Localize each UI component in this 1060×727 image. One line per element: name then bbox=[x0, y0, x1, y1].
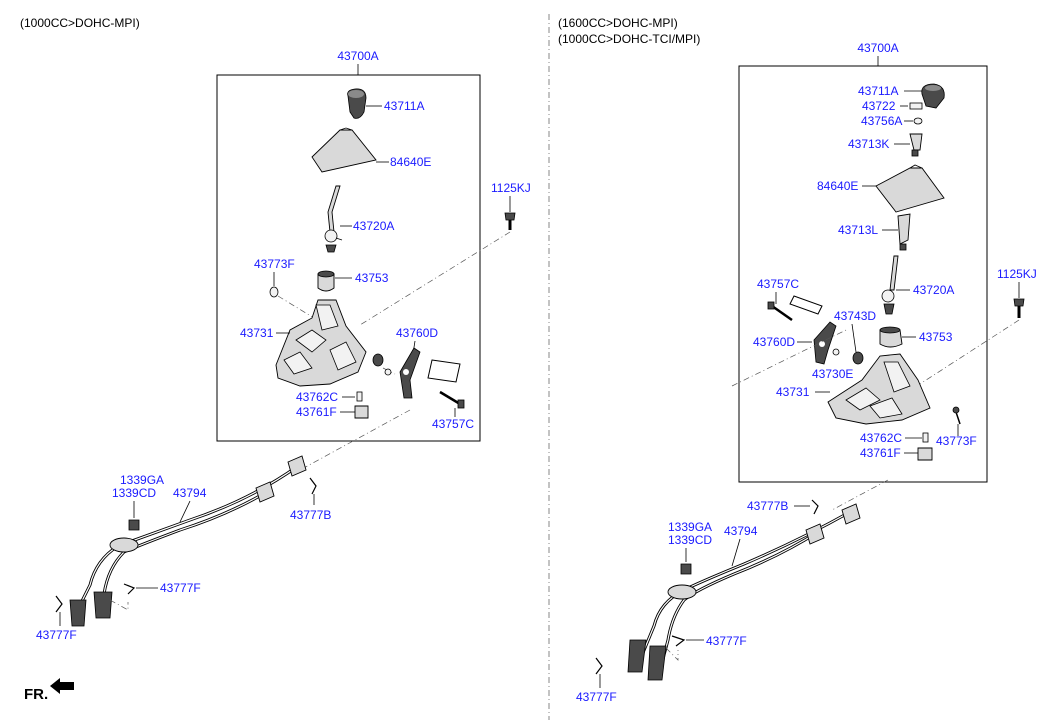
right-shifter-housing bbox=[827, 353, 931, 425]
right-bushing-label: 43753 bbox=[919, 330, 953, 344]
left-lever-label: 43720A bbox=[353, 219, 394, 233]
left-shift-cables bbox=[69, 455, 307, 627]
left-shift-lever bbox=[324, 185, 343, 253]
left-clip-top-label: 43777B bbox=[290, 508, 331, 522]
right-bolt2-label: 43757C bbox=[757, 277, 799, 291]
right-bolt-label: 1125KJ bbox=[997, 267, 1037, 281]
left-bracket bbox=[399, 347, 421, 399]
front-arrow-icon bbox=[50, 678, 74, 694]
right-ring-label: 43756A bbox=[861, 114, 902, 128]
right-mounting-bolt bbox=[1013, 298, 1025, 318]
right-adapter bbox=[909, 133, 923, 157]
right-clip-mid-label: 43777F bbox=[706, 634, 747, 648]
right-bracket-clip bbox=[789, 295, 823, 315]
left-cable-label: 43794 bbox=[173, 486, 207, 500]
right-washer-label: 43773F bbox=[936, 434, 977, 448]
right-housing-label: 43731 bbox=[776, 385, 810, 399]
right-spring bbox=[909, 102, 923, 110]
left-assembly-label: 43700A bbox=[337, 49, 378, 63]
right-clip-top bbox=[811, 499, 819, 515]
right-clip-top-label: 43777B bbox=[747, 499, 788, 513]
right-nut2-label: 1339CD bbox=[668, 533, 712, 547]
left-bracket-clip bbox=[427, 359, 461, 383]
right-spring-2 bbox=[852, 351, 864, 365]
right-assembly-label: 43700A bbox=[857, 41, 898, 55]
left-bushing bbox=[317, 270, 335, 292]
right-shift-cables bbox=[627, 503, 861, 681]
left-pin-label: 43762C bbox=[296, 390, 338, 404]
left-washer bbox=[269, 286, 279, 298]
right-spring-label: 43722 bbox=[862, 99, 896, 113]
right-bracket bbox=[813, 321, 837, 365]
right-plate-label: 43743D bbox=[834, 309, 876, 323]
right-nut bbox=[680, 563, 692, 575]
right-bracket-label: 43760D bbox=[753, 335, 795, 349]
right-clip-bottom bbox=[595, 657, 603, 675]
right-assembly-box bbox=[738, 65, 988, 483]
left-clip-mid bbox=[123, 583, 136, 595]
right-shift-lever bbox=[881, 255, 899, 315]
right-pin bbox=[922, 432, 929, 443]
left-shift-knob bbox=[347, 88, 367, 119]
left-bracket-label: 43760D bbox=[396, 326, 438, 340]
right-clip-bottom-label: 43777F bbox=[576, 690, 617, 704]
right-bushing bbox=[879, 326, 903, 348]
left-bolt-label: 1125KJ bbox=[491, 181, 531, 195]
right-adapter-label: 43713K bbox=[848, 137, 889, 151]
right-cap-label: 43761F bbox=[860, 446, 901, 460]
left-mounting-bolt bbox=[504, 212, 516, 230]
right-ring bbox=[913, 117, 923, 125]
left-nut1-label: 1339GA bbox=[120, 473, 164, 487]
right-sleeve-label: 43713L bbox=[838, 223, 878, 237]
right-variant-header-1: (1600CC>DOHC-MPI) bbox=[558, 16, 678, 30]
front-direction-label: FR. bbox=[24, 686, 48, 703]
left-clip-mid-label: 43777F bbox=[160, 581, 201, 595]
left-boot-label: 84640E bbox=[390, 155, 431, 169]
right-bolt-long bbox=[767, 301, 793, 322]
left-clip-bottom-label: 43777F bbox=[36, 628, 77, 642]
left-washer-label: 43773F bbox=[254, 257, 295, 271]
left-housing-label: 43731 bbox=[240, 326, 274, 340]
right-boot-label: 84640E bbox=[817, 179, 858, 193]
left-pin bbox=[356, 391, 363, 402]
left-bolt-long bbox=[439, 390, 465, 409]
left-nut bbox=[128, 519, 140, 531]
right-clip-mid bbox=[671, 635, 686, 647]
right-shift-knob bbox=[921, 83, 945, 109]
right-variant-header-2: (1000CC>DOHC-TCI/MPI) bbox=[558, 32, 700, 46]
left-nut2-label: 1339CD bbox=[112, 486, 156, 500]
right-lever-label: 43720A bbox=[913, 283, 954, 297]
left-clip-top bbox=[309, 477, 317, 495]
right-washer bbox=[952, 406, 961, 425]
left-bushing-label: 43753 bbox=[355, 271, 389, 285]
right-cable-label: 43794 bbox=[724, 524, 758, 538]
left-shifter-housing bbox=[275, 299, 367, 387]
right-knob-label: 43711A bbox=[858, 84, 898, 98]
right-nut1-label: 1339GA bbox=[668, 520, 712, 534]
left-assembly-box bbox=[216, 74, 481, 442]
right-spacer-label: 43730E bbox=[812, 367, 853, 381]
right-pin-label: 43762C bbox=[860, 431, 902, 445]
right-shift-boot bbox=[875, 164, 945, 213]
left-cap bbox=[354, 405, 369, 419]
right-sleeve bbox=[897, 213, 911, 251]
left-spring bbox=[372, 353, 384, 367]
left-clip-bottom bbox=[55, 595, 63, 613]
left-knob-label: 43711A bbox=[384, 99, 424, 113]
left-bolt2-label: 43757C bbox=[432, 417, 474, 431]
left-shift-boot bbox=[311, 127, 377, 173]
left-cap-label: 43761F bbox=[296, 405, 337, 419]
left-variant-header: (1000CC>DOHC-MPI) bbox=[20, 16, 140, 30]
right-cap bbox=[917, 447, 933, 461]
